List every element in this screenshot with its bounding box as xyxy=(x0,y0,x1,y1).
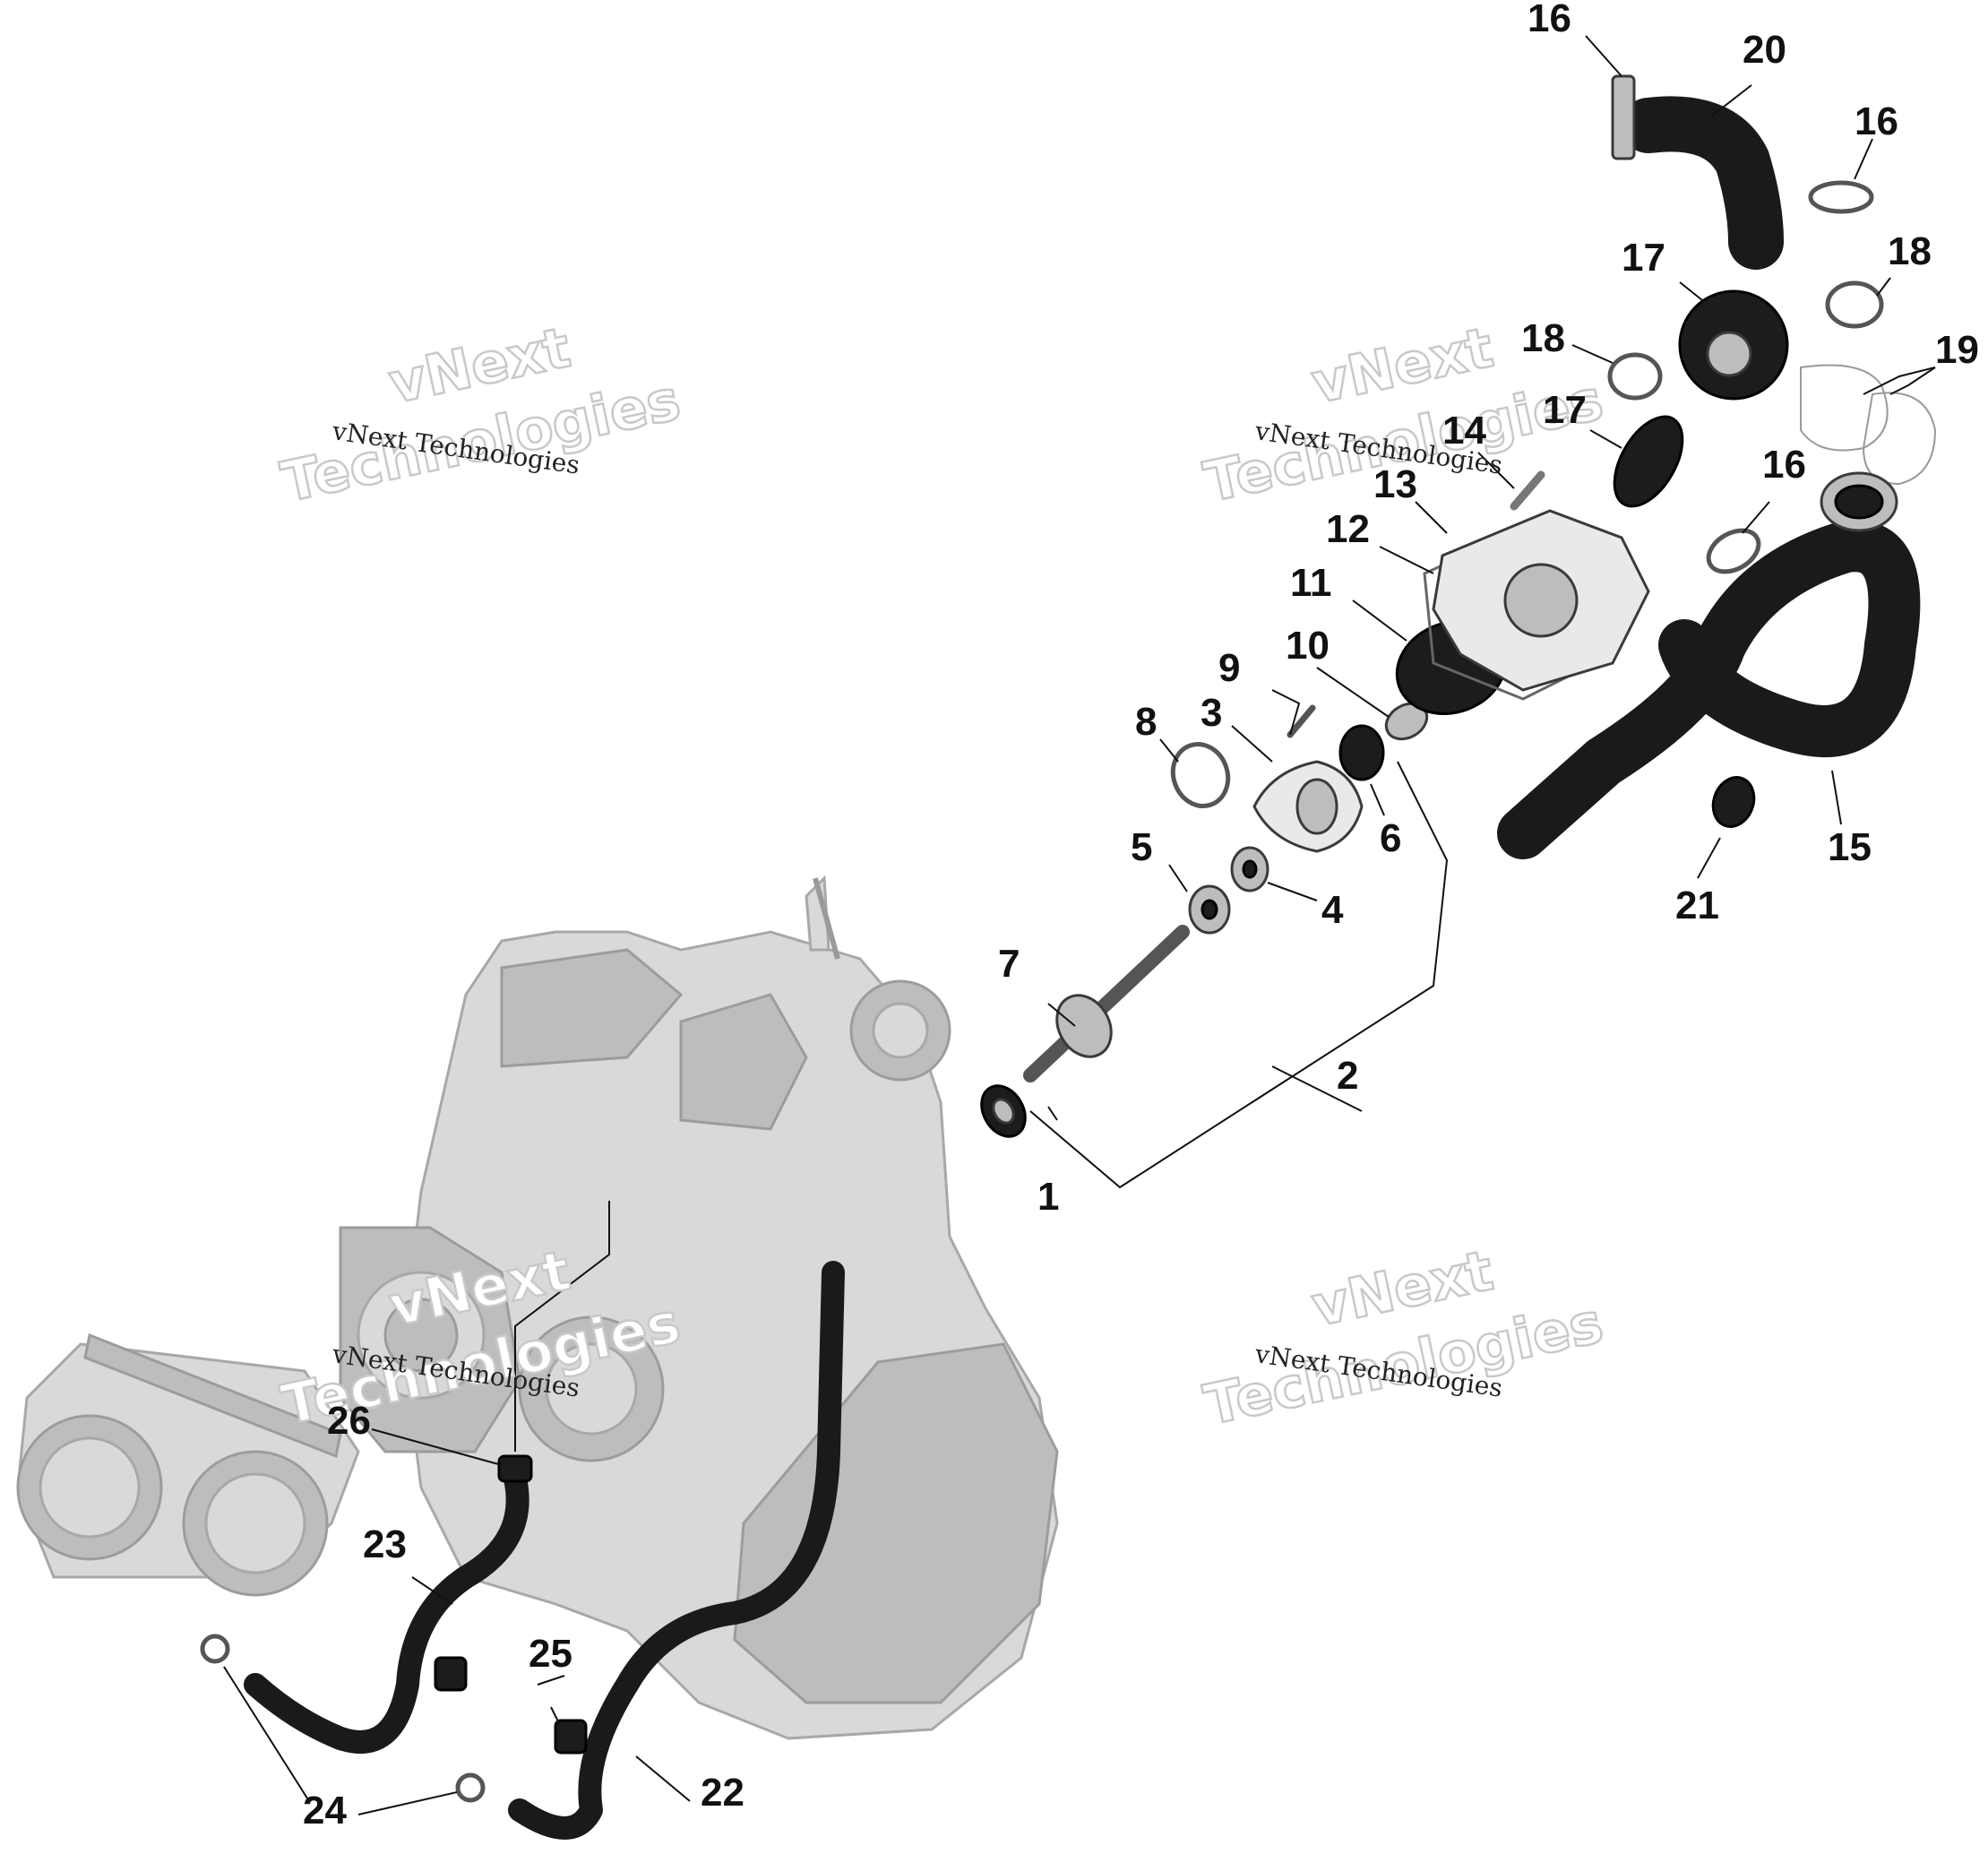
clamp-16-mid xyxy=(1706,528,1761,574)
callout-10: 10 xyxy=(1286,624,1330,668)
callout-4: 4 xyxy=(1321,888,1344,932)
callout-15: 15 xyxy=(1828,825,1872,869)
callout-20: 20 xyxy=(1743,28,1786,72)
part-7-shaft xyxy=(1023,925,1190,1082)
callout-16-right: 16 xyxy=(1855,99,1898,143)
part-9-screw xyxy=(1287,704,1316,738)
callout-16-top: 16 xyxy=(1528,0,1571,40)
callout-2: 2 xyxy=(1337,1054,1358,1098)
part-8-oring xyxy=(1170,742,1231,808)
callout-14: 14 xyxy=(1442,409,1486,453)
callout-5: 5 xyxy=(1131,825,1152,869)
callout-18-right: 18 xyxy=(1888,229,1932,273)
clamp-16-right xyxy=(1808,180,1874,214)
clamp-24-upper xyxy=(200,1634,230,1664)
callout-17-upper: 17 xyxy=(1622,236,1665,280)
thermostat-and-hoses xyxy=(1497,74,1937,859)
water-pump-parts xyxy=(980,470,1650,1138)
callout-25: 25 xyxy=(529,1632,572,1676)
hose-15 xyxy=(1497,520,1921,859)
part-17-thermostat xyxy=(1613,415,1684,508)
callout-22: 22 xyxy=(701,1771,744,1815)
engine-assembly xyxy=(16,875,1059,1740)
callout-24: 24 xyxy=(303,1789,347,1832)
callout-17-lower: 17 xyxy=(1543,388,1587,432)
callout-16-mid: 16 xyxy=(1762,443,1806,487)
hose-clamp-26 xyxy=(497,1454,533,1483)
callout-18-left: 18 xyxy=(1521,316,1565,360)
leader-lines xyxy=(223,35,1936,1815)
sleeve-25-lower xyxy=(554,1719,588,1755)
coolant-hoses-lower xyxy=(200,1261,845,1840)
part-6-seal xyxy=(1338,724,1385,781)
callout-26: 26 xyxy=(327,1399,371,1443)
clamp-21 xyxy=(1711,776,1756,828)
part-19-gaskets xyxy=(1800,364,1889,452)
callout-labels: 1 2 3 4 5 6 7 8 9 10 11 12 13 14 15 16 1… xyxy=(303,0,1979,1832)
watermark-bottom-right: vNext Technologies vNext Technologies xyxy=(1198,1237,1610,1439)
hose-22 xyxy=(508,1261,845,1840)
callout-13: 13 xyxy=(1373,462,1417,506)
part-18-ring-right xyxy=(1825,280,1884,329)
callout-1: 1 xyxy=(1037,1175,1059,1219)
callout-11: 11 xyxy=(1290,561,1332,605)
callout-21: 21 xyxy=(1675,884,1719,927)
callout-3: 3 xyxy=(1201,691,1222,735)
hose-23 xyxy=(244,1467,529,1754)
clamp-24-lower xyxy=(455,1772,486,1803)
callout-19: 19 xyxy=(1935,328,1979,372)
part-7-gear xyxy=(1055,994,1113,1058)
callout-12: 12 xyxy=(1326,507,1370,551)
part-18-ring-left xyxy=(1607,352,1663,401)
callout-8: 8 xyxy=(1135,700,1157,744)
callout-23: 23 xyxy=(363,1522,407,1566)
callout-6: 6 xyxy=(1380,816,1401,860)
sleeve-25-upper xyxy=(434,1656,468,1692)
clamp-16-top xyxy=(1611,74,1636,160)
callout-7: 7 xyxy=(998,942,1020,986)
hose-20 xyxy=(1621,96,1784,270)
watermark-top-left: vNext Technologies vNext Technologies xyxy=(275,314,687,516)
part-14-bolt xyxy=(1510,470,1545,511)
callout-9: 9 xyxy=(1218,646,1240,690)
